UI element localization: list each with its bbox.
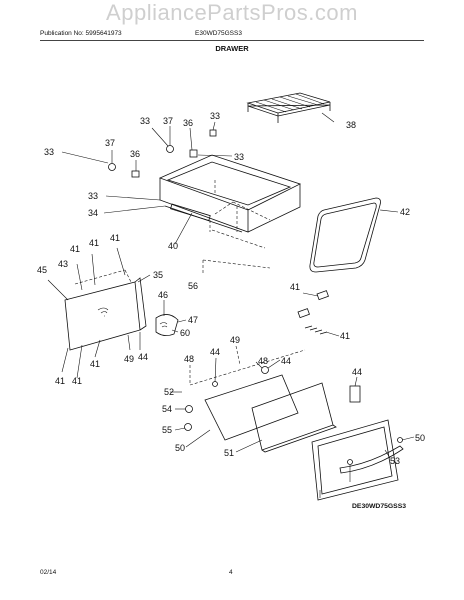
- callout-33: 33: [140, 116, 150, 126]
- callout-45: 46: [158, 290, 168, 300]
- callout-33: 33: [44, 147, 54, 157]
- door-panel-part: [251, 382, 337, 453]
- callout-48: 48: [258, 356, 268, 366]
- callout-46: 47: [188, 315, 198, 325]
- callout-41: 45: [37, 265, 47, 275]
- drawer-slide-panel-part: [64, 269, 147, 351]
- callout-34: 40: [168, 241, 178, 251]
- callout-33: 33: [234, 152, 244, 162]
- watermark-logo: AppliancePartsPros.com: [106, 0, 358, 25]
- callout-47: 60: [180, 328, 190, 338]
- callout-41: 41: [110, 233, 120, 243]
- callout-37: 37: [163, 116, 173, 126]
- fastener-parts: [108, 129, 217, 178]
- callout-42: 41: [70, 244, 80, 254]
- callout-37: 37: [105, 138, 115, 148]
- callout-51: 53: [390, 456, 400, 466]
- callout-60: 41: [340, 331, 350, 341]
- callout-56: 41: [290, 282, 300, 292]
- callout-52: 44: [352, 367, 362, 377]
- callout-41: 41: [90, 359, 100, 369]
- callout-44: 44: [210, 347, 220, 357]
- page-number: 4: [229, 569, 233, 576]
- callout-labels: 33 37 36 33 37 36 33 38 33 33 34 40 42 4…: [37, 111, 425, 466]
- drawer-front-part: [311, 385, 404, 501]
- gasket-part: [309, 197, 381, 273]
- callout-41: 43: [58, 259, 68, 269]
- callout-38: 38: [346, 120, 356, 130]
- model-number: E30WD75GSS3: [195, 30, 242, 37]
- bracket-part: [155, 314, 179, 336]
- clip-screw-parts: [297, 290, 329, 335]
- footer-date: 02/14: [40, 569, 57, 576]
- callout-55: 51: [224, 448, 234, 458]
- header-divider: [40, 40, 424, 41]
- callout-48: 52: [164, 387, 174, 397]
- callout-49: 49: [230, 335, 240, 345]
- callout-35: 56: [188, 281, 198, 291]
- wire-rack-part: [246, 92, 331, 123]
- drawer-bin-part: [158, 154, 302, 249]
- callout-36: 36: [130, 149, 140, 159]
- callout-36: 36: [183, 118, 193, 128]
- callout-41: 41: [55, 376, 65, 386]
- section-title: DRAWER: [215, 44, 249, 53]
- callout-33: 34: [88, 208, 98, 218]
- callout-54: 50: [175, 443, 185, 453]
- callout-33: 33: [88, 191, 98, 201]
- callout-44: 55: [162, 425, 172, 435]
- callout-33: 33: [210, 111, 220, 121]
- callout-41: 49: [124, 354, 134, 364]
- callout-41: 41: [72, 376, 82, 386]
- leader-lines: [47, 112, 415, 498]
- callout-44: 44: [281, 356, 291, 366]
- callout-41: 44: [138, 352, 148, 362]
- callout-50: 50: [415, 433, 425, 443]
- publication-number: Publication No: 5995641973: [40, 30, 122, 37]
- callout-43: 35: [153, 270, 163, 280]
- callout-44: 54: [162, 404, 172, 414]
- callout-40: 42: [400, 207, 410, 217]
- diagram-code: DE30WD75GSS3: [352, 503, 407, 510]
- callout-41: 41: [89, 238, 99, 248]
- callout-49: 48: [184, 354, 194, 364]
